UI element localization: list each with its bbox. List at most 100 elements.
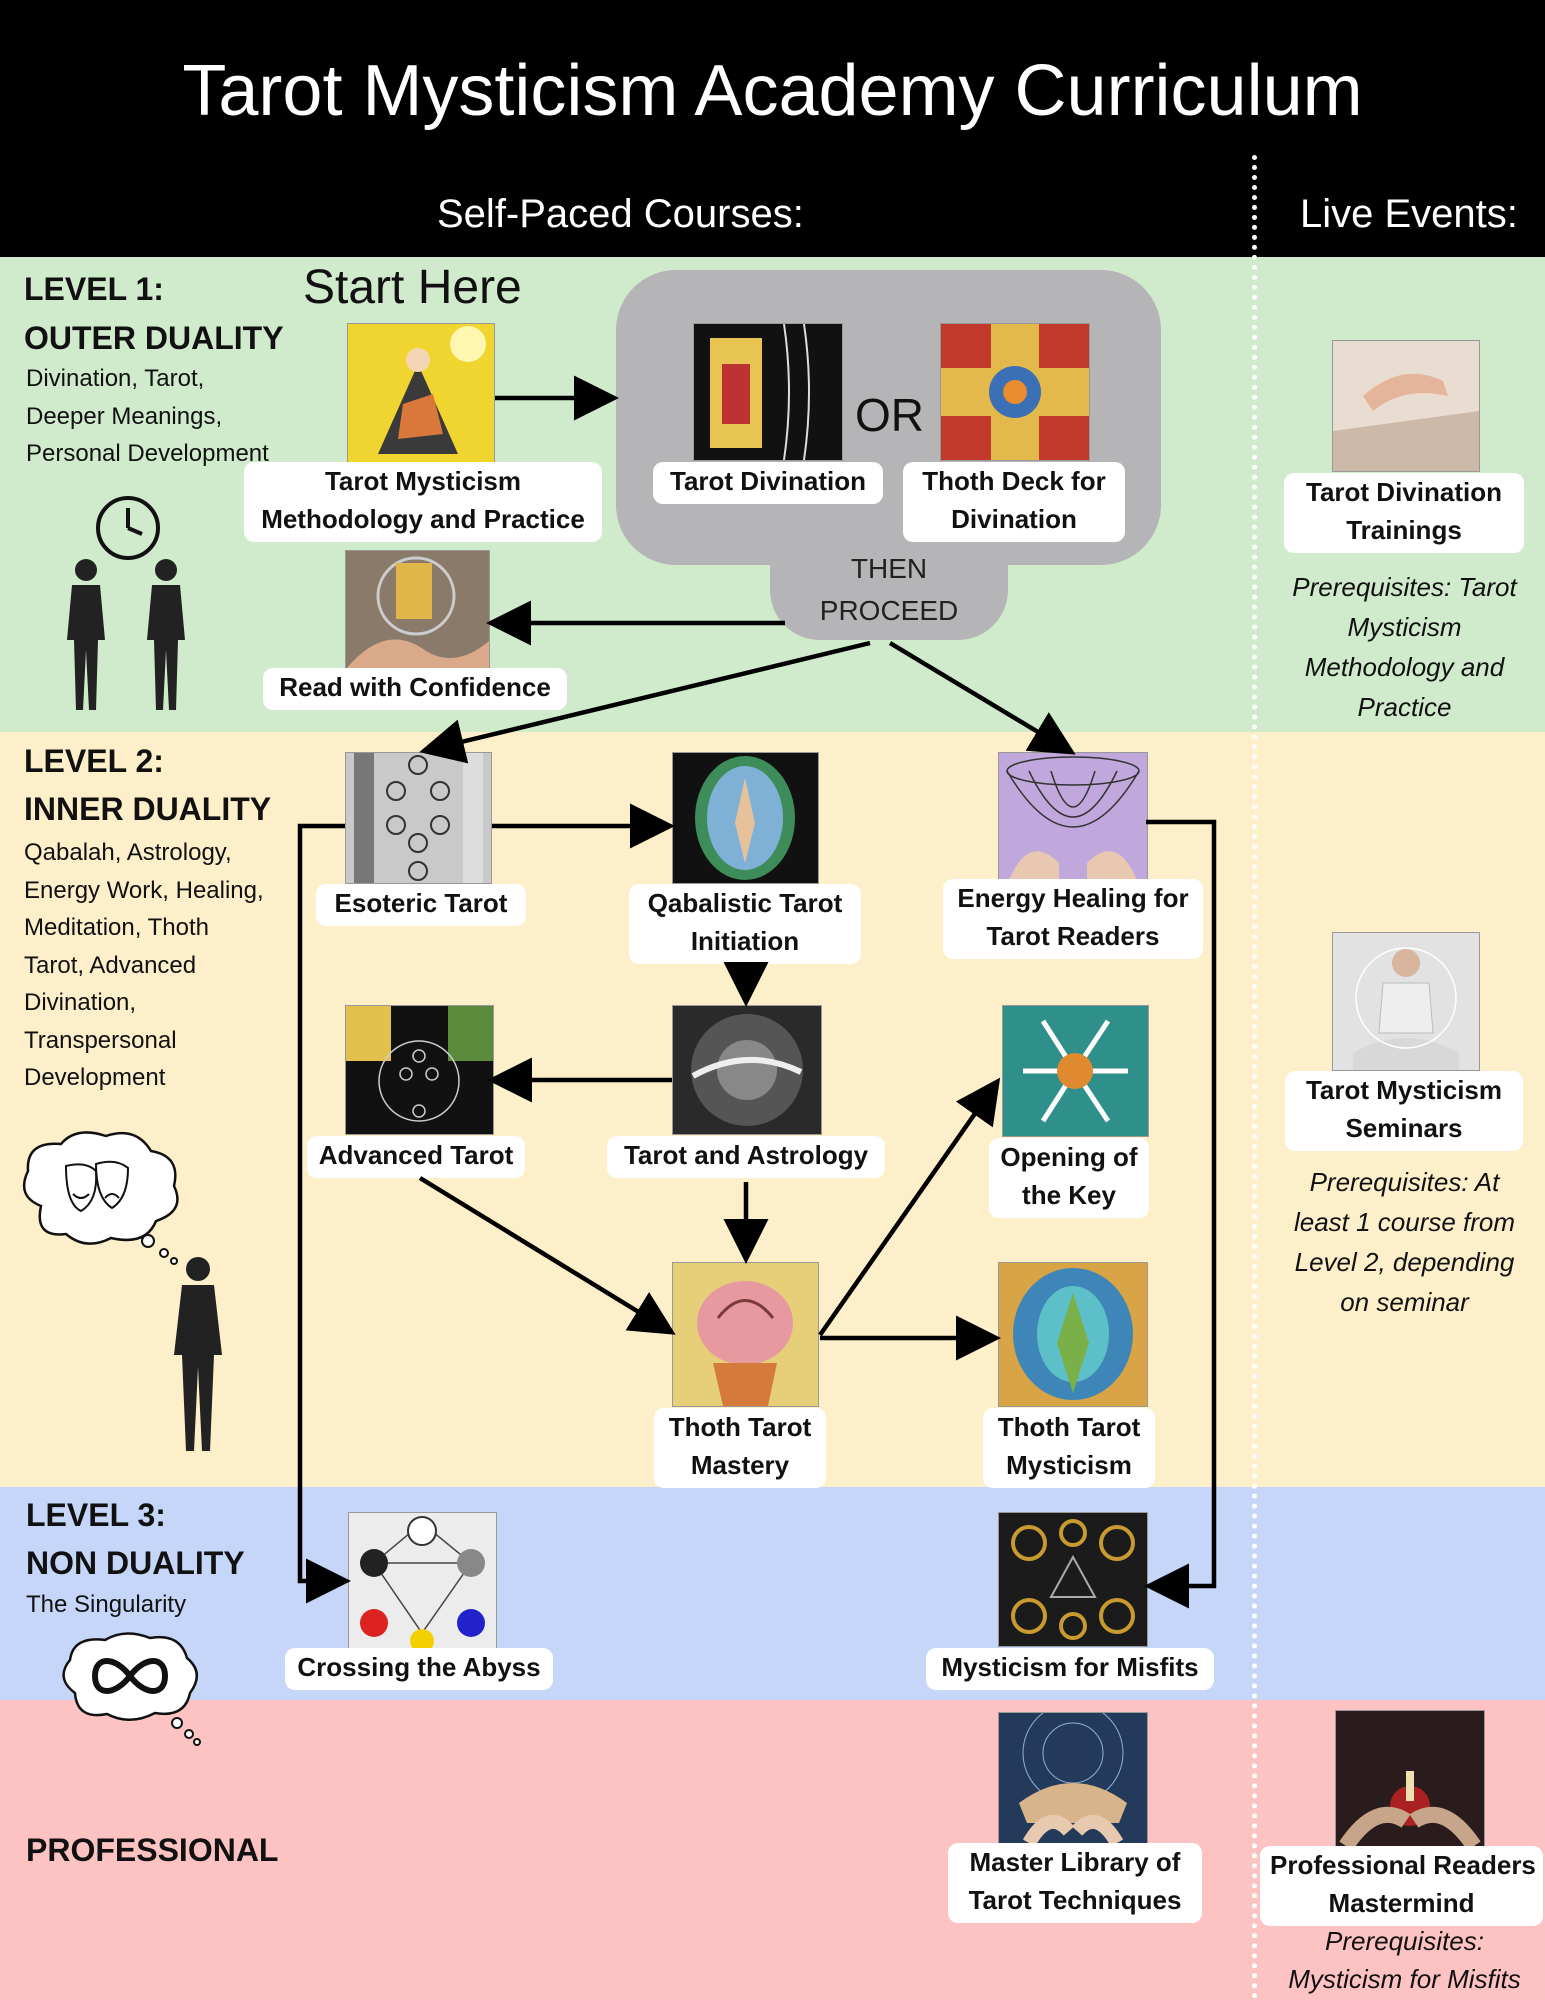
energy-course-label-line: Tarot Readers <box>986 921 1160 951</box>
qabalistic-course-label-line: Qabalistic Tarot <box>647 888 843 918</box>
seminars-event-label-line: Seminars <box>1345 1113 1463 1143</box>
seminars-event-label[interactable]: Tarot Mysticism Seminars <box>1285 1071 1523 1151</box>
level1-subtitle: Divination, Tarot, Deeper Meanings, Pers… <box>26 360 269 473</box>
thoth-mysticism-course-label-line: Mysticism <box>1006 1450 1132 1480</box>
thoth-mastery-course-label-line: Thoth Tarot <box>668 1412 812 1442</box>
seminars-event-image[interactable] <box>1332 932 1480 1071</box>
trainings-event-label-line: Tarot Divination <box>1306 477 1502 507</box>
thoth-divination-course-label-line: Thoth Deck for <box>922 466 1106 496</box>
astrology-course-label[interactable]: Tarot and Astrology <box>607 1136 885 1178</box>
trainings-event-label-line: Trainings <box>1346 515 1462 545</box>
trainings-event-label[interactable]: Tarot Divination Trainings <box>1284 473 1524 553</box>
level1-subtitle-line: Personal Development <box>26 440 269 467</box>
qabalistic-course-label[interactable]: Qabalistic Tarot Initiation <box>629 884 861 964</box>
level3-title: LEVEL 3: <box>26 1497 166 1533</box>
professional-title: PROFESSIONAL <box>26 1832 279 1868</box>
divination-course-image[interactable] <box>693 323 843 461</box>
or-label: OR <box>855 389 924 441</box>
seminars-prerequisites-line: Prerequisites: At <box>1309 1167 1500 1197</box>
advanced-course-label[interactable]: Advanced Tarot <box>307 1136 525 1178</box>
mastermind-prerequisites-line: Prerequisites: <box>1325 1926 1484 1956</box>
key-course-label-line: Opening of <box>1000 1142 1138 1172</box>
thoth-mysticism-course-image[interactable] <box>998 1262 1148 1407</box>
thoth-mysticism-course-label-line: Thoth Tarot <box>997 1412 1141 1442</box>
self-paced-heading: Self-Paced Courses: <box>437 192 804 236</box>
thought-bubble-masks-icon <box>22 1131 179 1265</box>
level3-band <box>0 1487 1545 1700</box>
clock-icon <box>96 496 160 560</box>
level1-figures <box>67 496 185 710</box>
thoth-divination-course-label[interactable]: Thoth Deck for Divination <box>903 462 1125 542</box>
abyss-course-label[interactable]: Crossing the Abyss <box>285 1648 553 1690</box>
mastermind-prerequisites: Prerequisites: Mysticism for Misfits <box>1262 1922 1545 1998</box>
mastermind-event-label-line: Professional Readers <box>1270 1850 1536 1880</box>
trainings-prerequisites-line: Practice <box>1357 692 1452 722</box>
qabalistic-course-label-line: Initiation <box>690 926 800 956</box>
astrology-course-image[interactable] <box>672 1005 822 1135</box>
thoth-mastery-course-label[interactable]: Thoth Tarot Mastery <box>654 1408 826 1488</box>
page-title: Tarot Mysticism Academy Curriculum <box>182 51 1363 131</box>
mastermind-event-label-line: Mastermind <box>1328 1888 1475 1918</box>
level2-subtitle-line: Energy Work, Healing, <box>24 876 264 904</box>
library-course-label-line: Master Library of <box>969 1847 1181 1877</box>
thoth-mastery-course-image[interactable] <box>672 1262 819 1407</box>
energy-course-label[interactable]: Energy Healing for Tarot Readers <box>943 879 1203 959</box>
misfits-course-image[interactable] <box>998 1512 1148 1647</box>
energy-course-label-line: Energy Healing for <box>957 883 1189 913</box>
methodology-course-image[interactable] <box>347 323 495 465</box>
level1-name: OUTER DUALITY <box>24 320 284 356</box>
methodology-course-label-line: Methodology and Practice <box>261 504 585 534</box>
key-course-label-line: the Key <box>1022 1180 1116 1210</box>
level2-subtitle-line: Divination, <box>24 989 137 1016</box>
level3-name: NON DUALITY <box>26 1545 245 1581</box>
methodology-course-label-line: Tarot Mysticism <box>324 466 521 496</box>
level2-subtitle: Qabalah, Astrology, Energy Work, Healing… <box>24 834 264 1097</box>
esoteric-course-image[interactable] <box>345 752 492 884</box>
confidence-course-label[interactable]: Read with Confidence <box>263 668 567 710</box>
key-course-label[interactable]: Opening of the Key <box>989 1138 1149 1218</box>
mastermind-event-label[interactable]: Professional Readers Mastermind <box>1260 1846 1543 1926</box>
abyss-course-image[interactable] <box>348 1512 497 1649</box>
library-course-label-line: Tarot Techniques <box>968 1885 1182 1915</box>
energy-course-image[interactable] <box>998 752 1148 881</box>
divination-course-label[interactable]: Tarot Divination <box>653 462 883 504</box>
level2-subtitle-line: Transpersonal <box>24 1026 177 1054</box>
then-label: THEN <box>850 553 928 584</box>
then-proceed-tab <box>770 540 1008 640</box>
thoth-mastery-course-label-line: Mastery <box>690 1450 790 1480</box>
library-course-image[interactable] <box>998 1712 1148 1844</box>
mastermind-event-image[interactable] <box>1335 1710 1485 1847</box>
advanced-course-image[interactable] <box>345 1005 494 1135</box>
level1-subtitle-line: Divination, Tarot, <box>26 365 205 392</box>
library-course-label[interactable]: Master Library of Tarot Techniques <box>948 1843 1202 1923</box>
confidence-course-image[interactable] <box>345 550 490 670</box>
two-human-figures-icon <box>67 559 185 710</box>
trainings-prerequisites: Prerequisites: Tarot Mysticism Methodolo… <box>1262 567 1545 727</box>
misfits-course-label[interactable]: Mysticism for Misfits <box>926 1648 1214 1690</box>
seminars-prerequisites: Prerequisites: At least 1 course from Le… <box>1262 1162 1545 1322</box>
trainings-prerequisites-line: Mysticism <box>1347 612 1462 642</box>
qabalistic-course-image[interactable] <box>672 752 819 884</box>
mastermind-prerequisites-line: Mysticism for Misfits <box>1288 1964 1521 1994</box>
level2-subtitle-line: Tarot, Advanced <box>24 951 197 979</box>
human-figure-icon <box>174 1257 222 1451</box>
level3-subtitle: The Singularity <box>26 1591 187 1618</box>
level2-name: INNER DUALITY <box>24 791 272 827</box>
level1-subtitle-line: Deeper Meanings, <box>26 402 223 430</box>
thoth-divination-course-label-line: Divination <box>951 504 1077 534</box>
thought-bubble-infinity-icon <box>62 1632 201 1746</box>
methodology-course-label[interactable]: Tarot Mysticism Methodology and Practice <box>244 462 602 542</box>
proceed-label: PROCEED <box>819 595 959 626</box>
level1-title: LEVEL 1: <box>24 271 164 307</box>
esoteric-course-label[interactable]: Esoteric Tarot <box>316 884 526 926</box>
header-band <box>0 0 1545 257</box>
seminars-prerequisites-line: least 1 course from <box>1293 1207 1516 1237</box>
trainings-prerequisites-line: Prerequisites: Tarot <box>1292 572 1517 602</box>
trainings-event-image[interactable] <box>1332 340 1480 472</box>
level2-title: LEVEL 2: <box>24 743 164 779</box>
key-course-image[interactable] <box>1002 1005 1149 1137</box>
seminars-event-label-line: Tarot Mysticism <box>1305 1075 1502 1105</box>
thoth-mysticism-course-label[interactable]: Thoth Tarot Mysticism <box>983 1408 1155 1488</box>
thoth-divination-course-image[interactable] <box>940 323 1090 461</box>
level2-subtitle-line: Qabalah, Astrology, <box>24 839 232 866</box>
